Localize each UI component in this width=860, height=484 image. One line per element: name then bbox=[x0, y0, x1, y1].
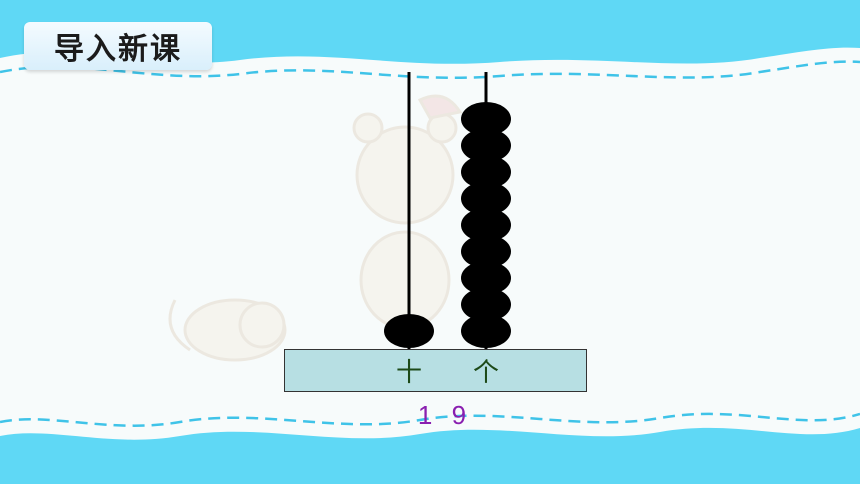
ones-bead bbox=[461, 314, 511, 348]
dash-line-top bbox=[0, 60, 860, 80]
abacus-beads bbox=[384, 102, 511, 348]
ones-bead bbox=[461, 261, 511, 295]
ones-bead bbox=[461, 287, 511, 322]
ones-bead bbox=[461, 128, 511, 163]
board-area bbox=[0, 47, 860, 440]
ones-bead bbox=[461, 155, 511, 189]
bear-and-cat-watermark-icon bbox=[168, 94, 463, 362]
ones-bead bbox=[461, 102, 511, 136]
slide-title: 导入新课 bbox=[54, 32, 182, 67]
title-badge: 导入新课 bbox=[24, 22, 212, 70]
tens-place-label: 十 bbox=[396, 358, 423, 388]
ones-bead bbox=[461, 181, 511, 216]
ones-bead bbox=[461, 234, 511, 269]
abacus-frame bbox=[284, 349, 587, 392]
tens-bead bbox=[384, 314, 434, 348]
ones-bead bbox=[461, 208, 511, 242]
abacus-number: 1 9 bbox=[417, 400, 473, 430]
dash-line-bottom bbox=[0, 412, 860, 427]
ones-place-label: 个 bbox=[473, 358, 500, 388]
